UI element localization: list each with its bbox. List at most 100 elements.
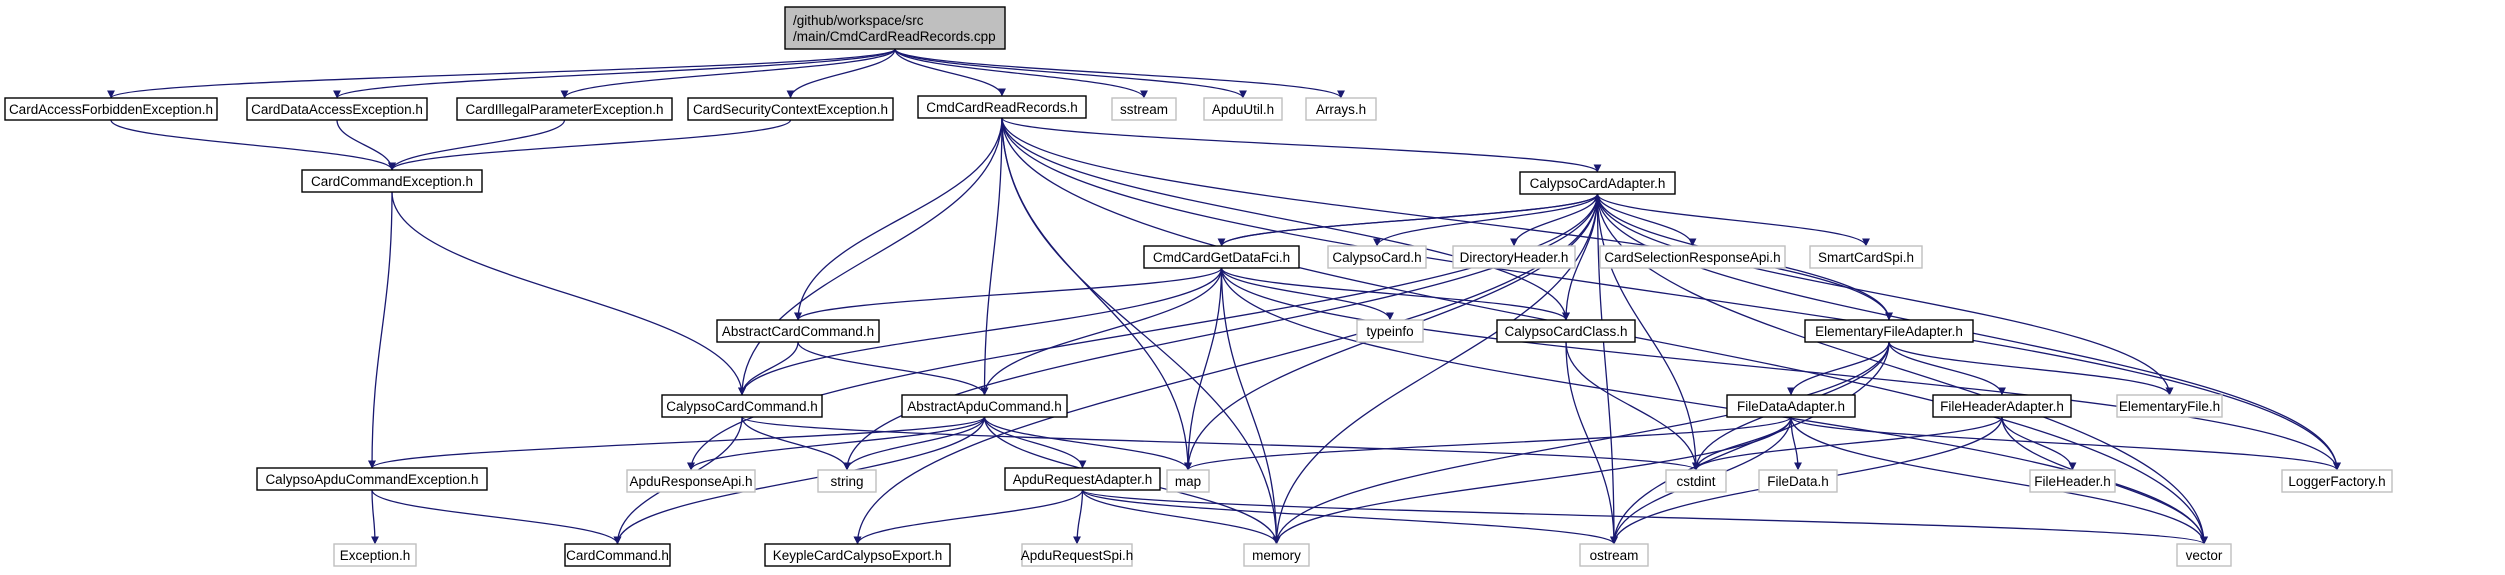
edge-aac-to-string	[843, 416, 986, 471]
nodes-layer: /github/workspace/src/main/CmdCardReadRe…	[4, 6, 2393, 567]
node-label: CmdCardGetDataFci.h	[1153, 250, 1290, 265]
node-label-line: CardCommandException.h	[311, 174, 473, 189]
node-cardsecuritycontextexception-h[interactable]: CardSecurityContextException.h	[687, 97, 894, 121]
edge-ccrr-to-calypsocardcommand	[738, 117, 1003, 396]
edges-layer	[107, 48, 2341, 545]
edge-ccrr-to-memory	[1001, 117, 1281, 545]
edge-cca-to-memory	[1272, 193, 1599, 545]
edge-efa-to-memory	[1272, 341, 1890, 545]
node-cardcommandexception-h[interactable]: CardCommandException.h	[301, 169, 483, 193]
node-label: CalypsoCardAdapter.h	[1530, 176, 1666, 191]
node-filedata-h: FileData.h	[1758, 469, 1838, 493]
edge-ccrr-to-ccc	[1001, 117, 1570, 321]
node-label-line: CardSelectionResponseApi.h	[1604, 250, 1780, 265]
edge-fda-to-filedata	[1790, 416, 1802, 471]
node-label: CardSecurityContextException.h	[693, 102, 888, 117]
node-label: CalypsoCardClass.h	[1504, 324, 1627, 339]
edge-ccgdf-to-calypsocardcommand	[738, 267, 1223, 396]
edge-cca-to-apduresponseapi	[687, 193, 1599, 471]
edge-acc-to-calypsocardcommand	[738, 341, 799, 396]
node-calypsocardcommand-h[interactable]: CalypsoCardCommand.h	[661, 394, 823, 418]
edge-ara-to-memory	[1081, 489, 1281, 545]
node-box	[764, 543, 951, 567]
node-label-line: FileHeaderAdapter.h	[1940, 399, 2064, 414]
node-label-line: ostream	[1590, 548, 1639, 563]
node-typeinfo: typeinfo	[1356, 319, 1424, 343]
edge-ccrr-to-aac	[980, 117, 1003, 396]
node-box	[1519, 171, 1676, 195]
node-box	[1804, 319, 1974, 343]
edge-cafe-to-cce	[110, 119, 396, 171]
node-box	[1305, 97, 1377, 121]
node-keyplecardcalypsoexport-h[interactable]: KeypleCardCalypsoExport.h	[764, 543, 951, 567]
edge-cca-to-cstdint	[1596, 193, 1700, 471]
node-calypsocardclass-h[interactable]: CalypsoCardClass.h	[1496, 319, 1636, 343]
node-box	[1143, 245, 1300, 269]
node-carddataaccessexception-h[interactable]: CardDataAccessException.h	[246, 97, 428, 121]
edge-fha-to-cstdint	[1692, 416, 2003, 471]
node-label-line: ApduRequestAdapter.h	[1013, 472, 1153, 487]
node-cardillegalparameterexception-h[interactable]: CardIllegalParameterException.h	[456, 97, 673, 121]
node-cardaccessforbiddenexception-h[interactable]: CardAccessForbiddenException.h	[4, 97, 218, 121]
node-github-workspace-src-main-cmdcardreadrecords-cpp[interactable]: /github/workspace/src/main/CmdCardReadRe…	[784, 6, 1006, 50]
node-label: FileHeaderAdapter.h	[1940, 399, 2064, 414]
node-box	[1496, 319, 1636, 343]
edge-calypsocardcommand-to-string	[741, 416, 851, 471]
node-label: cstdint	[1676, 474, 1715, 489]
node-label: CardCommand.h	[566, 548, 669, 563]
node-label-line: FileHeader.h	[2034, 474, 2111, 489]
node-label-line: Arrays.h	[1316, 102, 1366, 117]
node-label-line: CardDataAccessException.h	[251, 102, 423, 117]
node-filedataadapter-h[interactable]: FileDataAdapter.h	[1726, 394, 1856, 418]
edge-aac-to-map	[983, 416, 1192, 471]
edge-ccgdf-to-aac	[980, 267, 1223, 396]
node-box	[2116, 394, 2223, 418]
node-calypsocardadapter-h[interactable]: CalypsoCardAdapter.h	[1519, 171, 1676, 195]
edge-root-to-cafe	[107, 48, 896, 99]
node-label: AbstractApduCommand.h	[907, 399, 1062, 414]
edge-fda-to-loggerfactory	[1790, 416, 2341, 471]
node-box	[1356, 319, 1424, 343]
node-cmdcardreadrecords-h[interactable]: CmdCardReadRecords.h	[917, 95, 1087, 119]
edge-aac-to-cardcommand	[613, 416, 986, 545]
edge-ccgdf-to-cca	[1220, 193, 1602, 247]
node-fileheaderadapter-h[interactable]: FileHeaderAdapter.h	[1932, 394, 2072, 418]
node-cmdcardgetdatafci-h[interactable]: CmdCardGetDataFci.h	[1143, 245, 1300, 269]
edge-cca-to-ostream	[1596, 193, 1618, 545]
node-label-line: CardSecurityContextException.h	[693, 102, 888, 117]
node-directoryheader-h: DirectoryHeader.h	[1452, 245, 1576, 269]
node-elementaryfile-h: ElementaryFile.h	[2116, 394, 2223, 418]
edge-cdae-to-cce	[336, 119, 396, 171]
node-label-line: CmdCardReadRecords.h	[926, 100, 1078, 115]
edge-ccgdf-to-loggerfactory	[1220, 267, 2341, 471]
node-label-line: CardCommand.h	[566, 548, 669, 563]
edge-root-to-ccrr	[894, 48, 1006, 97]
node-abstractcardcommand-h[interactable]: AbstractCardCommand.h	[716, 319, 880, 343]
edge-ccgdf-to-memory	[1220, 267, 1281, 545]
node-apdurequestadapter-h[interactable]: ApduRequestAdapter.h	[1004, 467, 1161, 491]
node-box	[1243, 543, 1310, 567]
node-calypsoapducommandexception-h[interactable]: CalypsoApduCommandException.h	[256, 467, 488, 491]
node-box	[1166, 469, 1210, 493]
node-apduutil-h: ApduUtil.h	[1203, 97, 1283, 121]
node-label-line: ElementaryFileAdapter.h	[1815, 324, 1963, 339]
node-cardcommand-h[interactable]: CardCommand.h	[564, 543, 671, 567]
edge-ccrr-to-cca	[1001, 117, 1602, 173]
node-string: string	[817, 469, 877, 493]
node-box	[2176, 543, 2232, 567]
node-abstractapducommand-h[interactable]: AbstractApduCommand.h	[901, 394, 1068, 418]
edge-ara-to-ostream	[1081, 489, 1618, 545]
node-label: Arrays.h	[1316, 102, 1366, 117]
node-label: SmartCardSpi.h	[1818, 250, 1914, 265]
edge-fda-to-map	[1184, 416, 1792, 471]
edge-calypsocardcommand-to-cstdint	[741, 416, 1700, 471]
node-label-line: ApduUtil.h	[1212, 102, 1274, 117]
node-label: /github/workspace/src/main/CmdCardReadRe…	[793, 13, 996, 44]
edge-cca-to-elementaryfile	[1596, 193, 2174, 396]
node-elementaryfileadapter-h[interactable]: ElementaryFileAdapter.h	[1804, 319, 1974, 343]
node-label: typeinfo	[1366, 324, 1413, 339]
node-label-line: /github/workspace/src	[793, 13, 924, 28]
edge-root-to-sstream	[894, 48, 1148, 99]
node-label: ApduRequestSpi.h	[1021, 548, 1134, 563]
node-box	[817, 469, 877, 493]
